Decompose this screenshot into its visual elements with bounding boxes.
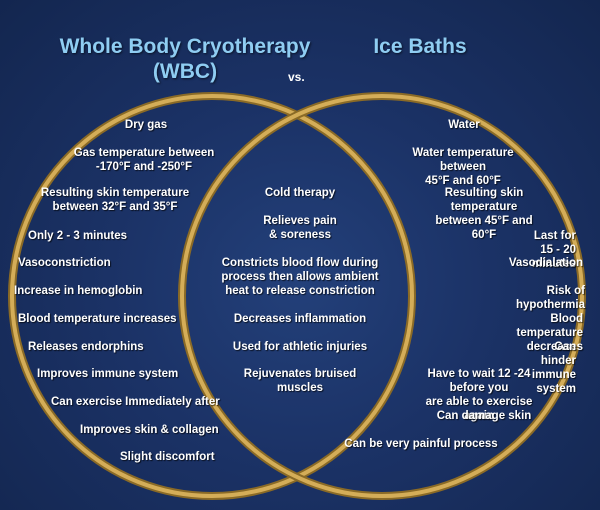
right-item: Can hinder immune system	[531, 341, 576, 395]
left-item: Resulting skin temperature between 32°F …	[40, 187, 190, 213]
right-item: Last for 15 - 20 minutes	[531, 230, 576, 270]
right-item: Vasodialation	[508, 257, 583, 269]
left-item: Slight discomfort	[120, 451, 215, 463]
left-item: Blood temperature increases	[18, 313, 177, 325]
left-item: Improves skin & collagen	[80, 424, 219, 436]
center-item: Relieves pain & soreness	[263, 215, 337, 241]
left-item: Improves immune system	[37, 368, 179, 380]
left-item: Increase in hemoglobin	[14, 285, 143, 297]
center-item: Used for athletic injuries	[232, 341, 368, 353]
right-item: Can damage skin	[436, 410, 532, 422]
left-item: Releases endorphins	[28, 341, 144, 353]
right-item: Resulting skin temperature between 45°F …	[435, 187, 533, 241]
left-item: Can exercise Immediately after	[51, 396, 220, 408]
wbc-title: Whole Body Cryotherapy (WBC)	[59, 35, 311, 83]
ice-baths-title: Ice Baths	[373, 35, 467, 58]
left-item: Gas temperature between -170°F and -250°…	[73, 147, 215, 173]
left-circle-highlight	[10, 94, 414, 498]
vs-label: vs.	[288, 70, 305, 84]
left-item: Dry gas	[124, 119, 168, 131]
right-item: Can be very painful process	[344, 438, 498, 450]
center-item: Cold therapy	[264, 187, 336, 199]
right-item: Blood temperature decreases	[516, 313, 583, 353]
right-circle-highlight	[180, 94, 584, 498]
right-item: Water	[448, 119, 480, 131]
center-item: Decreases inflammation	[233, 313, 367, 325]
right-item: Have to wait 12 -24 before you are able …	[425, 368, 533, 422]
center-item: Constricts blood flow during process the…	[221, 257, 379, 297]
right-item: Risk of hypothermia	[515, 285, 585, 311]
right-item: Water temperature between 45°F and 60°F	[412, 147, 514, 187]
left-item: Only 2 - 3 minutes	[28, 230, 128, 242]
center-item: Rejuvenates bruised muscles	[243, 368, 357, 394]
left-item: Vasoconstriction	[18, 257, 111, 269]
